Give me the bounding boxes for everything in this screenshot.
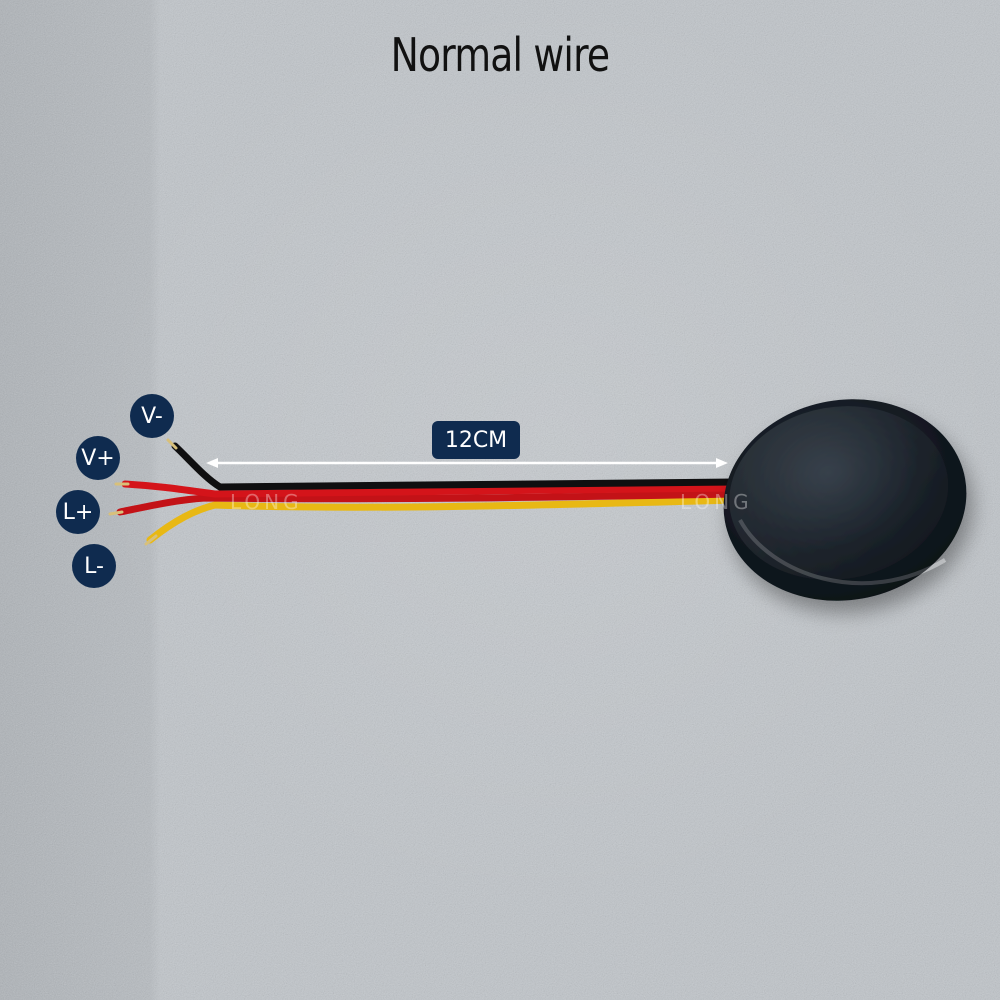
- wire-tip: [108, 510, 124, 516]
- dimension-arrow: [206, 458, 728, 468]
- wire-tip: [144, 534, 158, 546]
- watermark-text: LONG: [680, 490, 753, 514]
- dimension-label: 12CM: [432, 421, 520, 459]
- wire-red-lplus: [116, 490, 739, 516]
- wire-tip: [166, 438, 178, 450]
- page-title: Normal wire: [390, 28, 610, 82]
- wire-red-vplus: [121, 480, 739, 498]
- watermark-text: LONG: [230, 490, 303, 514]
- wire-label-v-minus: V-: [130, 394, 174, 438]
- wire-label-v-plus: V+: [76, 436, 120, 480]
- wire-yellow: [146, 496, 739, 544]
- wire-label-l-minus: L-: [72, 544, 116, 588]
- wire-bundle: [108, 438, 739, 546]
- wire-label-l-plus: L+: [56, 490, 100, 534]
- puck-sensor: [723, 399, 967, 601]
- wire-black: [171, 442, 739, 491]
